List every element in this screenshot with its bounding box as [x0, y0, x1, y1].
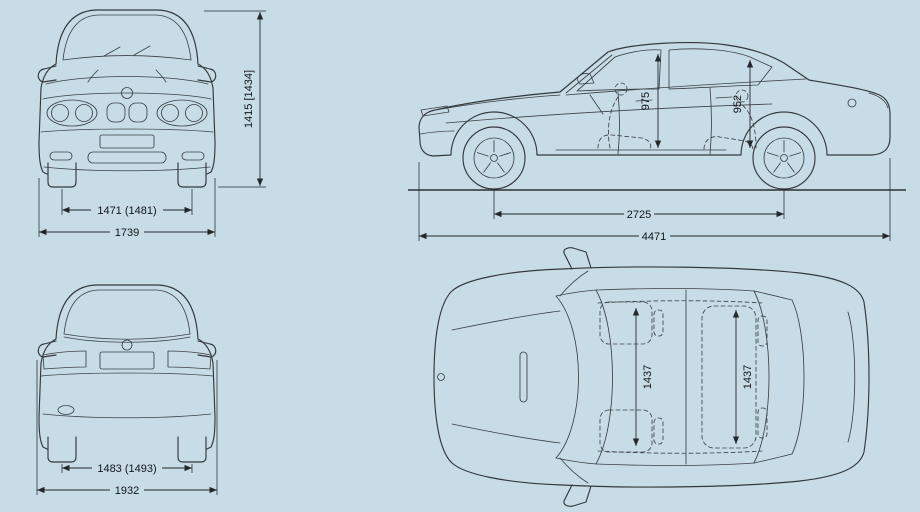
hood-crease-bottom — [451, 423, 561, 444]
trunk-edge — [847, 311, 856, 443]
rear-left-tire — [47, 436, 77, 463]
door-panel-lines — [597, 300, 763, 454]
license-plate — [99, 351, 155, 370]
windshield — [62, 14, 192, 61]
kidney-grille-right — [128, 102, 148, 123]
front-left-tire — [47, 162, 77, 188]
wipers — [103, 45, 151, 57]
rear-window — [63, 289, 191, 340]
side-view-car — [418, 42, 891, 190]
bmw-roundel-icon — [121, 87, 133, 99]
left-body-side — [38, 338, 57, 450]
dim-rear-interior-width: 1437 — [742, 365, 754, 389]
right-mirror — [197, 65, 217, 83]
top-view-car — [433, 247, 870, 507]
front-seat — [597, 82, 652, 150]
hood-contour — [42, 92, 212, 100]
top-view: 1437 1437 — [433, 247, 870, 507]
bottom-mirror — [563, 484, 592, 507]
dim-front-height: 1415 [1434] — [243, 70, 255, 128]
dim-wheelbase: 2725 — [627, 209, 651, 221]
rear-view: 1483 (1493) 1932 — [36, 284, 218, 497]
front-intake — [87, 151, 167, 164]
hood-crease-top — [451, 310, 561, 331]
bumper-top — [40, 128, 214, 133]
front-window — [576, 49, 662, 92]
hood-vent — [519, 351, 528, 403]
left-body-side — [38, 63, 57, 175]
right-taillight — [167, 350, 212, 370]
wheel-spokes — [476, 140, 512, 173]
rear-view-dimensions: 1483 (1493) 1932 — [36, 360, 218, 497]
headlight — [420, 105, 450, 117]
front-view-car — [37, 9, 217, 188]
side-view: 975 952 2725 4471 — [408, 42, 906, 243]
hood-seam — [435, 94, 561, 111]
rear-window-base — [791, 299, 805, 455]
wheel-spokes — [766, 140, 802, 173]
right-headlight — [156, 99, 208, 127]
kidney-grille-left — [106, 102, 126, 123]
door-handles — [635, 96, 733, 102]
steering-column — [589, 94, 604, 115]
dim-front-width: 1739 — [115, 227, 139, 239]
rear-wheel — [752, 126, 816, 190]
taillight — [868, 92, 889, 109]
top-mirror — [563, 247, 592, 270]
roof-outline — [55, 284, 199, 340]
body-outline — [418, 42, 891, 157]
top-view-dimensions: 1437 1437 — [632, 308, 754, 446]
front-view-dimensions: 1415 [1434] 1471 (1481) 1739 — [38, 10, 266, 239]
front-wheel — [462, 126, 526, 190]
roof-outline — [55, 9, 199, 65]
dim-rear-interior-height: 952 — [732, 95, 744, 113]
windshield-base — [555, 295, 579, 459]
roof-edges — [595, 288, 755, 466]
rear-view-car — [37, 284, 217, 463]
bumper-bottom — [43, 166, 211, 172]
front-plate — [99, 134, 155, 149]
dim-rear-width: 1932 — [115, 485, 139, 497]
bumper-bottom — [42, 413, 212, 419]
a-pillar-lines — [559, 270, 589, 484]
front-right-tire — [177, 162, 207, 188]
side-view-dimensions: 975 952 2725 4471 — [418, 54, 891, 243]
right-body-side — [197, 63, 216, 175]
left-mirror — [37, 65, 57, 83]
dim-front-interior-height: 975 — [640, 92, 652, 110]
trunk-shoulder — [63, 336, 191, 343]
dim-rear-track: 1483 (1493) — [97, 463, 156, 475]
hood-edge — [45, 76, 209, 85]
right-body-side — [197, 338, 216, 450]
windshield-top — [595, 289, 613, 465]
dim-front-interior-width: 1437 — [642, 365, 654, 389]
rear-door-seam — [709, 87, 712, 155]
exhaust-tip — [57, 405, 75, 415]
hood-creases — [87, 69, 167, 83]
front-seats — [599, 301, 664, 453]
front-view: 1415 [1434] 1471 (1481) 1739 — [37, 9, 266, 239]
belt-line — [565, 78, 807, 96]
front-door-seam — [617, 91, 620, 155]
hood-roundel-icon — [437, 373, 445, 381]
body-outline — [433, 266, 870, 488]
rear-window — [668, 48, 773, 90]
left-taillight — [42, 350, 87, 370]
rear-bench — [701, 305, 768, 449]
bumper-top — [40, 372, 214, 377]
bmw-roundel-icon — [121, 339, 133, 351]
rear-right-tire — [177, 436, 207, 463]
left-headlight — [46, 99, 98, 127]
dim-front-track: 1471 (1481) — [97, 205, 156, 217]
side-mirror — [577, 73, 595, 85]
rear-window-top — [753, 290, 770, 464]
fuel-door — [847, 98, 857, 108]
dim-overall-length: 4471 — [642, 231, 666, 243]
character-line — [445, 103, 773, 124]
